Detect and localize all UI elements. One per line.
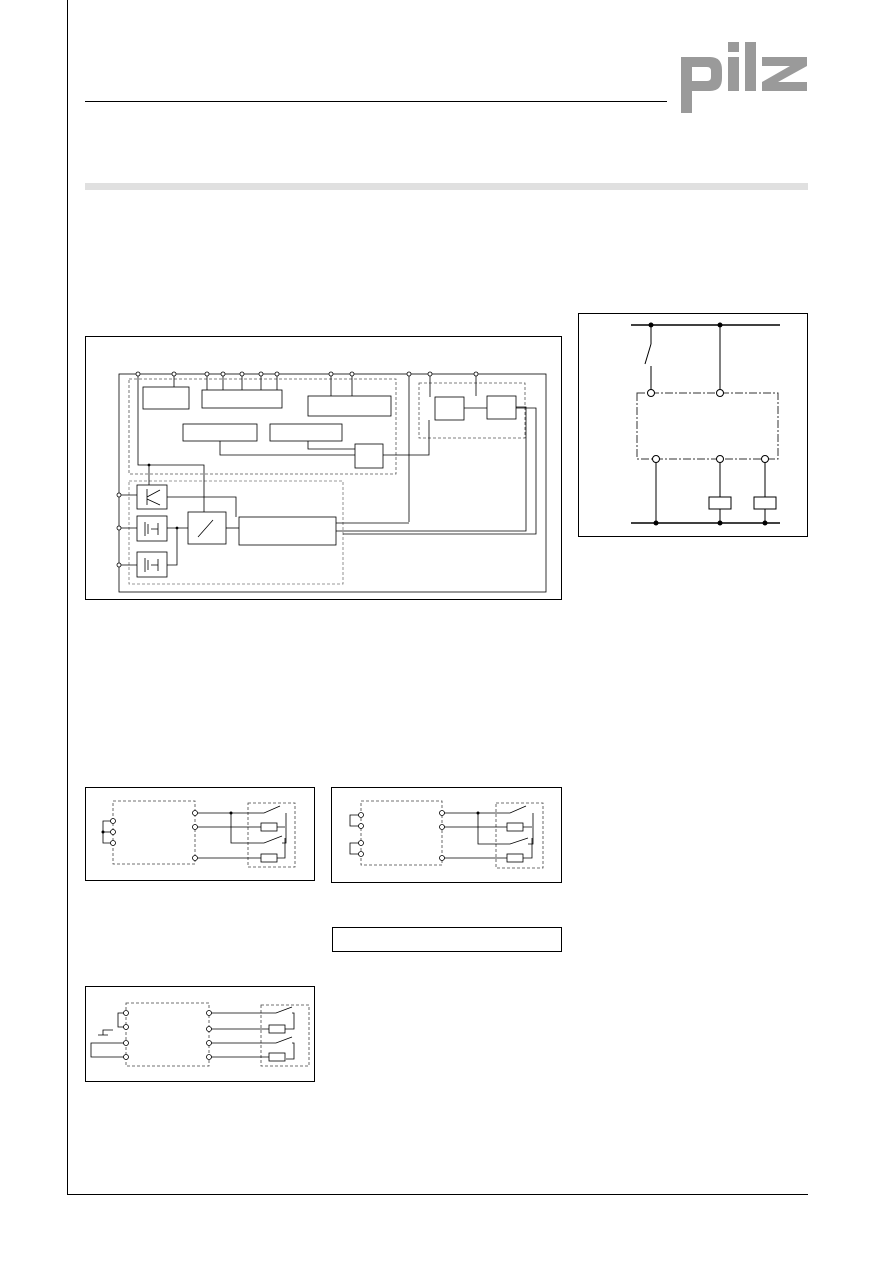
section-band <box>85 183 808 190</box>
application-diagram <box>578 313 808 537</box>
footer-rule <box>67 1194 808 1195</box>
wiring-example-b <box>331 787 562 883</box>
caption-box <box>332 927 562 952</box>
wiring-example-c <box>85 986 315 1082</box>
pilz-logo-mark <box>681 42 807 113</box>
wiring-example-a-drawing <box>101 800 296 868</box>
wiring-example-c-drawing <box>90 1002 310 1067</box>
block-diagram <box>85 336 562 600</box>
wiring-example-b-drawing <box>349 800 544 869</box>
pilz-logo <box>680 40 810 114</box>
header-rule <box>85 101 667 102</box>
application-diagram-drawing <box>631 322 780 526</box>
left-margin-rule <box>67 0 68 1195</box>
block-diagram-drawing <box>116 371 547 593</box>
wiring-example-a <box>85 787 315 881</box>
